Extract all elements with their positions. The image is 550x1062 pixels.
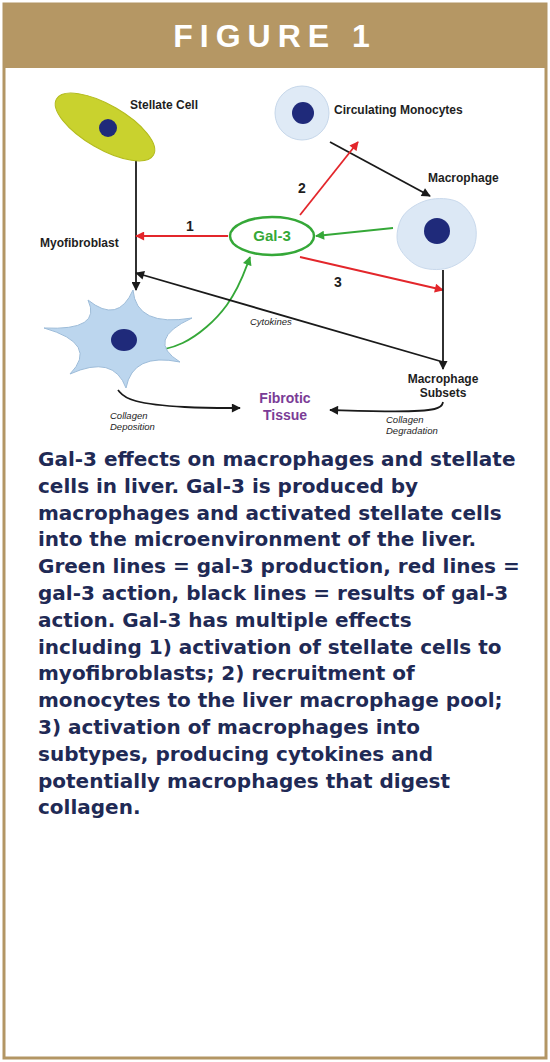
connector-label: 3 <box>334 274 342 290</box>
connector-label: 2 <box>298 180 306 196</box>
connector <box>330 402 443 411</box>
connector <box>118 390 240 408</box>
cell-nucleus <box>292 102 314 124</box>
node-shape <box>393 196 478 270</box>
myofibroblast-shape <box>44 290 192 388</box>
node-label: Stellate Cell <box>130 98 198 112</box>
connector <box>330 142 430 196</box>
frame-border <box>4 4 546 1058</box>
cell-node: Stellate Cell <box>60 92 190 154</box>
macrophage-shape <box>397 199 476 270</box>
connector <box>136 235 228 237</box>
node-label: Gal-3 <box>228 227 316 245</box>
cell-nucleus <box>111 329 137 351</box>
cell-node: Macrophage Subsets <box>443 280 498 402</box>
connector-label: Cytokines <box>250 316 292 327</box>
cell-node: Circulating Monocytes <box>272 85 487 142</box>
cell-node: Macrophage <box>393 196 478 270</box>
node-shape <box>38 232 136 390</box>
cell-node: Gal-3 <box>228 215 316 257</box>
connector <box>136 273 443 362</box>
monocyte-shape <box>275 86 329 140</box>
header-band <box>4 4 546 68</box>
connector-label: Collagen Degradation <box>386 414 448 436</box>
connector <box>316 228 393 236</box>
cell-nucleus <box>99 119 117 137</box>
cell-node: Myofibroblast <box>38 232 136 390</box>
node-label: Fibrotic Tissue <box>240 390 330 424</box>
connector-label: 1 <box>186 218 194 234</box>
stellate-cell-shape <box>46 80 165 174</box>
cell-nucleus <box>424 218 450 244</box>
node-label: Circulating Monocytes <box>334 103 463 117</box>
node-label: Macrophage <box>428 171 499 185</box>
node-label: Macrophage Subsets <box>403 372 483 400</box>
figure-title: FIGURE 1 <box>4 4 546 68</box>
connector <box>442 270 444 369</box>
cell-node: Fibrotic Tissue <box>240 388 330 426</box>
figure-caption: Gal-3 effects on macrophages and stellat… <box>38 446 520 821</box>
connector <box>135 154 137 290</box>
node-label: Myofibroblast <box>40 236 119 250</box>
connector <box>300 142 358 215</box>
connector-label: Collagen Deposition <box>110 410 165 432</box>
